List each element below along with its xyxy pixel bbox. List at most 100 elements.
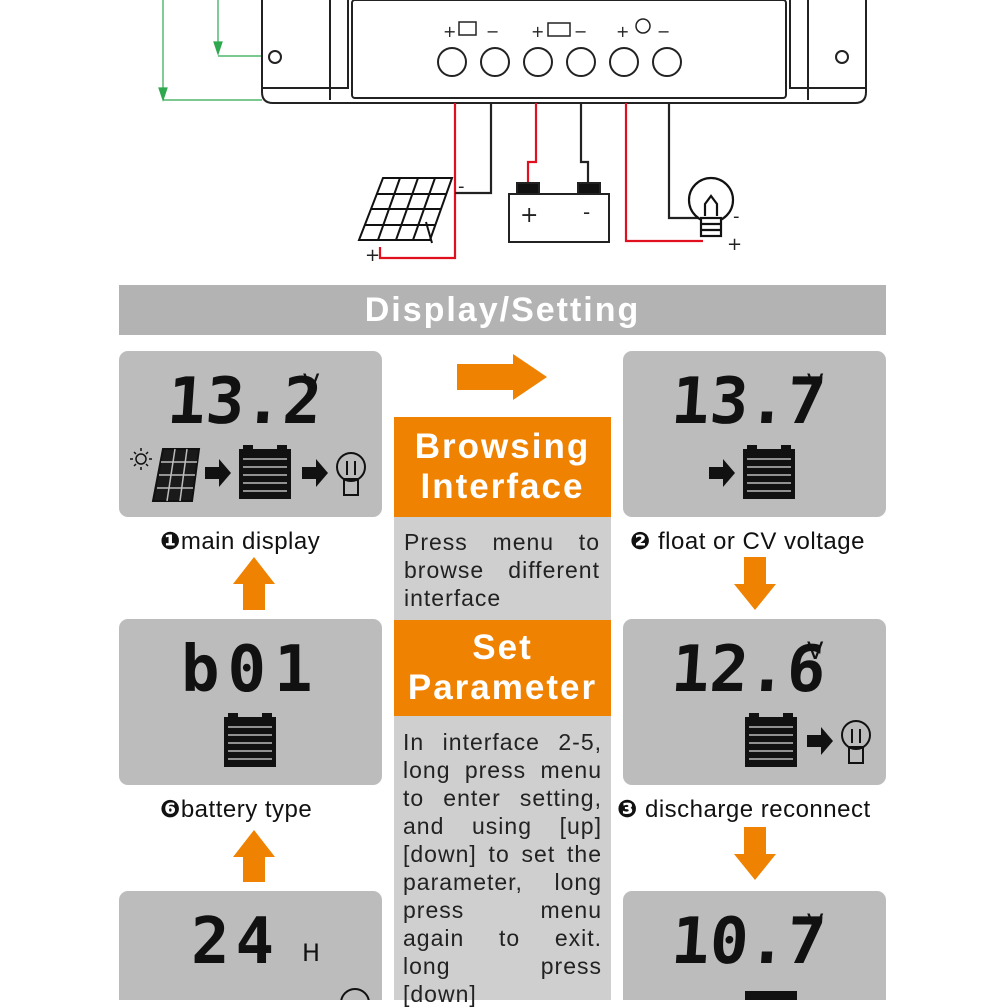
- set-parameter-box: Set Parameter: [394, 620, 611, 716]
- terminal-screws: [437, 47, 682, 77]
- bulb-icon: [841, 720, 871, 764]
- bat-minus-label: −: [574, 22, 587, 41]
- wiring-diagram: + − + − + − - +: [158, 0, 867, 266]
- caption-text: float or CV voltage: [650, 528, 865, 555]
- caption-number: ❸: [617, 795, 638, 823]
- load-plus-wire: [624, 103, 703, 243]
- lcd-value: 13.2: [165, 365, 324, 439]
- caption-discharge-reconnect: ❸ discharge reconnect: [617, 795, 871, 824]
- browsing-title-line1: Browsing: [414, 427, 591, 466]
- set-title-line2: Parameter: [407, 668, 598, 707]
- pv-minus-label: −: [486, 22, 499, 41]
- section-header: Display/Setting: [119, 285, 886, 335]
- browsing-description: Press menu to browse different interface: [404, 528, 600, 612]
- lcd-float-graphic: 13.7 V: [669, 365, 828, 499]
- lcd-discharge-graphic: 12.6 V: [669, 633, 871, 767]
- lcd-main-display: 13.2 V: [119, 351, 382, 517]
- lcd-discharge-reconnect: 12.6 V: [623, 619, 886, 785]
- bulb-icon: [635, 18, 651, 34]
- lcd-unit: V: [807, 637, 824, 665]
- load-plus-text: +: [727, 234, 742, 255]
- battery-plus-text: +: [520, 203, 538, 228]
- lcd-value: 13.7: [669, 365, 828, 439]
- dimension-lines: [158, 0, 262, 102]
- caption-number: ❻: [160, 795, 181, 823]
- caption-text: battery type: [180, 796, 313, 823]
- lcd-value: 12.6: [669, 633, 828, 707]
- lcd-battery-type-graphic: b01: [181, 633, 321, 767]
- battery-icon: [508, 182, 610, 243]
- caption-float-voltage: ❷ float or CV voltage: [630, 527, 865, 556]
- solar-panel-icon: [151, 448, 201, 502]
- set-title-line1: Set: [472, 628, 533, 667]
- browsing-interface-box: Browsing Interface: [394, 417, 611, 517]
- lcd-unit: V: [807, 909, 824, 937]
- set-desc-line: and using [up]: [403, 813, 602, 839]
- lcd-battery-type: b01: [119, 619, 382, 785]
- lcd-value: b01: [181, 633, 321, 707]
- center-instructions: Browsing Interface Press menu to browse …: [394, 417, 611, 1007]
- set-desc-line: to enter setting,: [403, 785, 602, 811]
- lcd-load-hours: 24 H: [119, 891, 382, 1000]
- arrow-down-orange: [734, 827, 776, 880]
- load-minus-text: -: [733, 206, 740, 227]
- lcd-value: 10.7: [669, 905, 828, 979]
- solar-plus-text: +: [365, 245, 380, 266]
- set-desc-line: long press: [403, 953, 602, 979]
- set-description: In interface 2-5, long press menu to ent…: [403, 728, 602, 1008]
- solar-minus-text: -: [458, 176, 465, 197]
- arrow-up-orange: [233, 557, 275, 610]
- set-desc-line: again to exit.: [403, 925, 602, 951]
- set-desc-line: parameter, long: [403, 869, 602, 895]
- lcd-value: 24: [191, 905, 280, 979]
- arrow-right-icon: [709, 459, 735, 487]
- browsing-desc-line: browse different: [404, 557, 600, 583]
- terminal-labels: + − + − + −: [443, 18, 670, 41]
- lcd-hours-graphic: 24 H: [191, 905, 370, 1000]
- load-minus-label: −: [657, 22, 670, 41]
- solar-panel-icon: [458, 21, 477, 36]
- set-desc-line: long press menu: [403, 757, 602, 783]
- set-desc-line: In interface 2-5,: [403, 729, 602, 755]
- bulb-icon: [687, 176, 735, 238]
- battery-icon: [239, 445, 291, 499]
- browsing-title-line2: Interface: [420, 467, 585, 506]
- battery-icon: [547, 22, 571, 37]
- bulb-icon: [336, 452, 366, 496]
- solar-minus-wire: [455, 103, 493, 195]
- arrow-up-orange: [233, 830, 275, 882]
- arrow-right-icon: [302, 459, 328, 487]
- battery-icon: [745, 991, 797, 1000]
- section-title: Display/Setting: [364, 291, 641, 329]
- arrow-right-icon: [807, 727, 833, 755]
- battery-minus-text: -: [583, 200, 590, 224]
- arrow-right-icon: [205, 459, 231, 487]
- lcd-unit: V: [807, 369, 824, 397]
- battery-minus-wire: [579, 103, 590, 185]
- caption-number: ❷: [630, 527, 651, 555]
- bulb-icon: [340, 988, 370, 1000]
- bat-plus-label: +: [531, 22, 544, 41]
- lcd-unit: H: [302, 939, 320, 967]
- set-desc-line: press menu: [403, 897, 602, 923]
- caption-main-display: ❶main display: [160, 527, 320, 556]
- battery-icon: [224, 713, 276, 767]
- wires: [378, 103, 703, 260]
- lcd-low-voltage-graphic: 10.7 V: [669, 905, 828, 1000]
- sun-icon: [130, 448, 152, 470]
- set-desc-line: [down]: [403, 981, 477, 1007]
- load-plus-label: +: [616, 22, 629, 41]
- arrow-down-orange: [734, 557, 776, 610]
- caption-text: main display: [180, 528, 321, 555]
- set-desc-line: [down] to set the: [403, 841, 602, 867]
- arrow-right-orange: [457, 354, 547, 400]
- battery-icon: [743, 445, 795, 499]
- browsing-desc-line: interface: [404, 585, 502, 611]
- caption-number: ❶: [160, 527, 181, 555]
- solar-panel-icon: [357, 177, 454, 244]
- solar-plus-wire: [378, 103, 457, 260]
- battery-plus-wire: [526, 103, 538, 185]
- caption-battery-type: ❻battery type: [160, 795, 312, 824]
- load-minus-wire: [667, 103, 703, 220]
